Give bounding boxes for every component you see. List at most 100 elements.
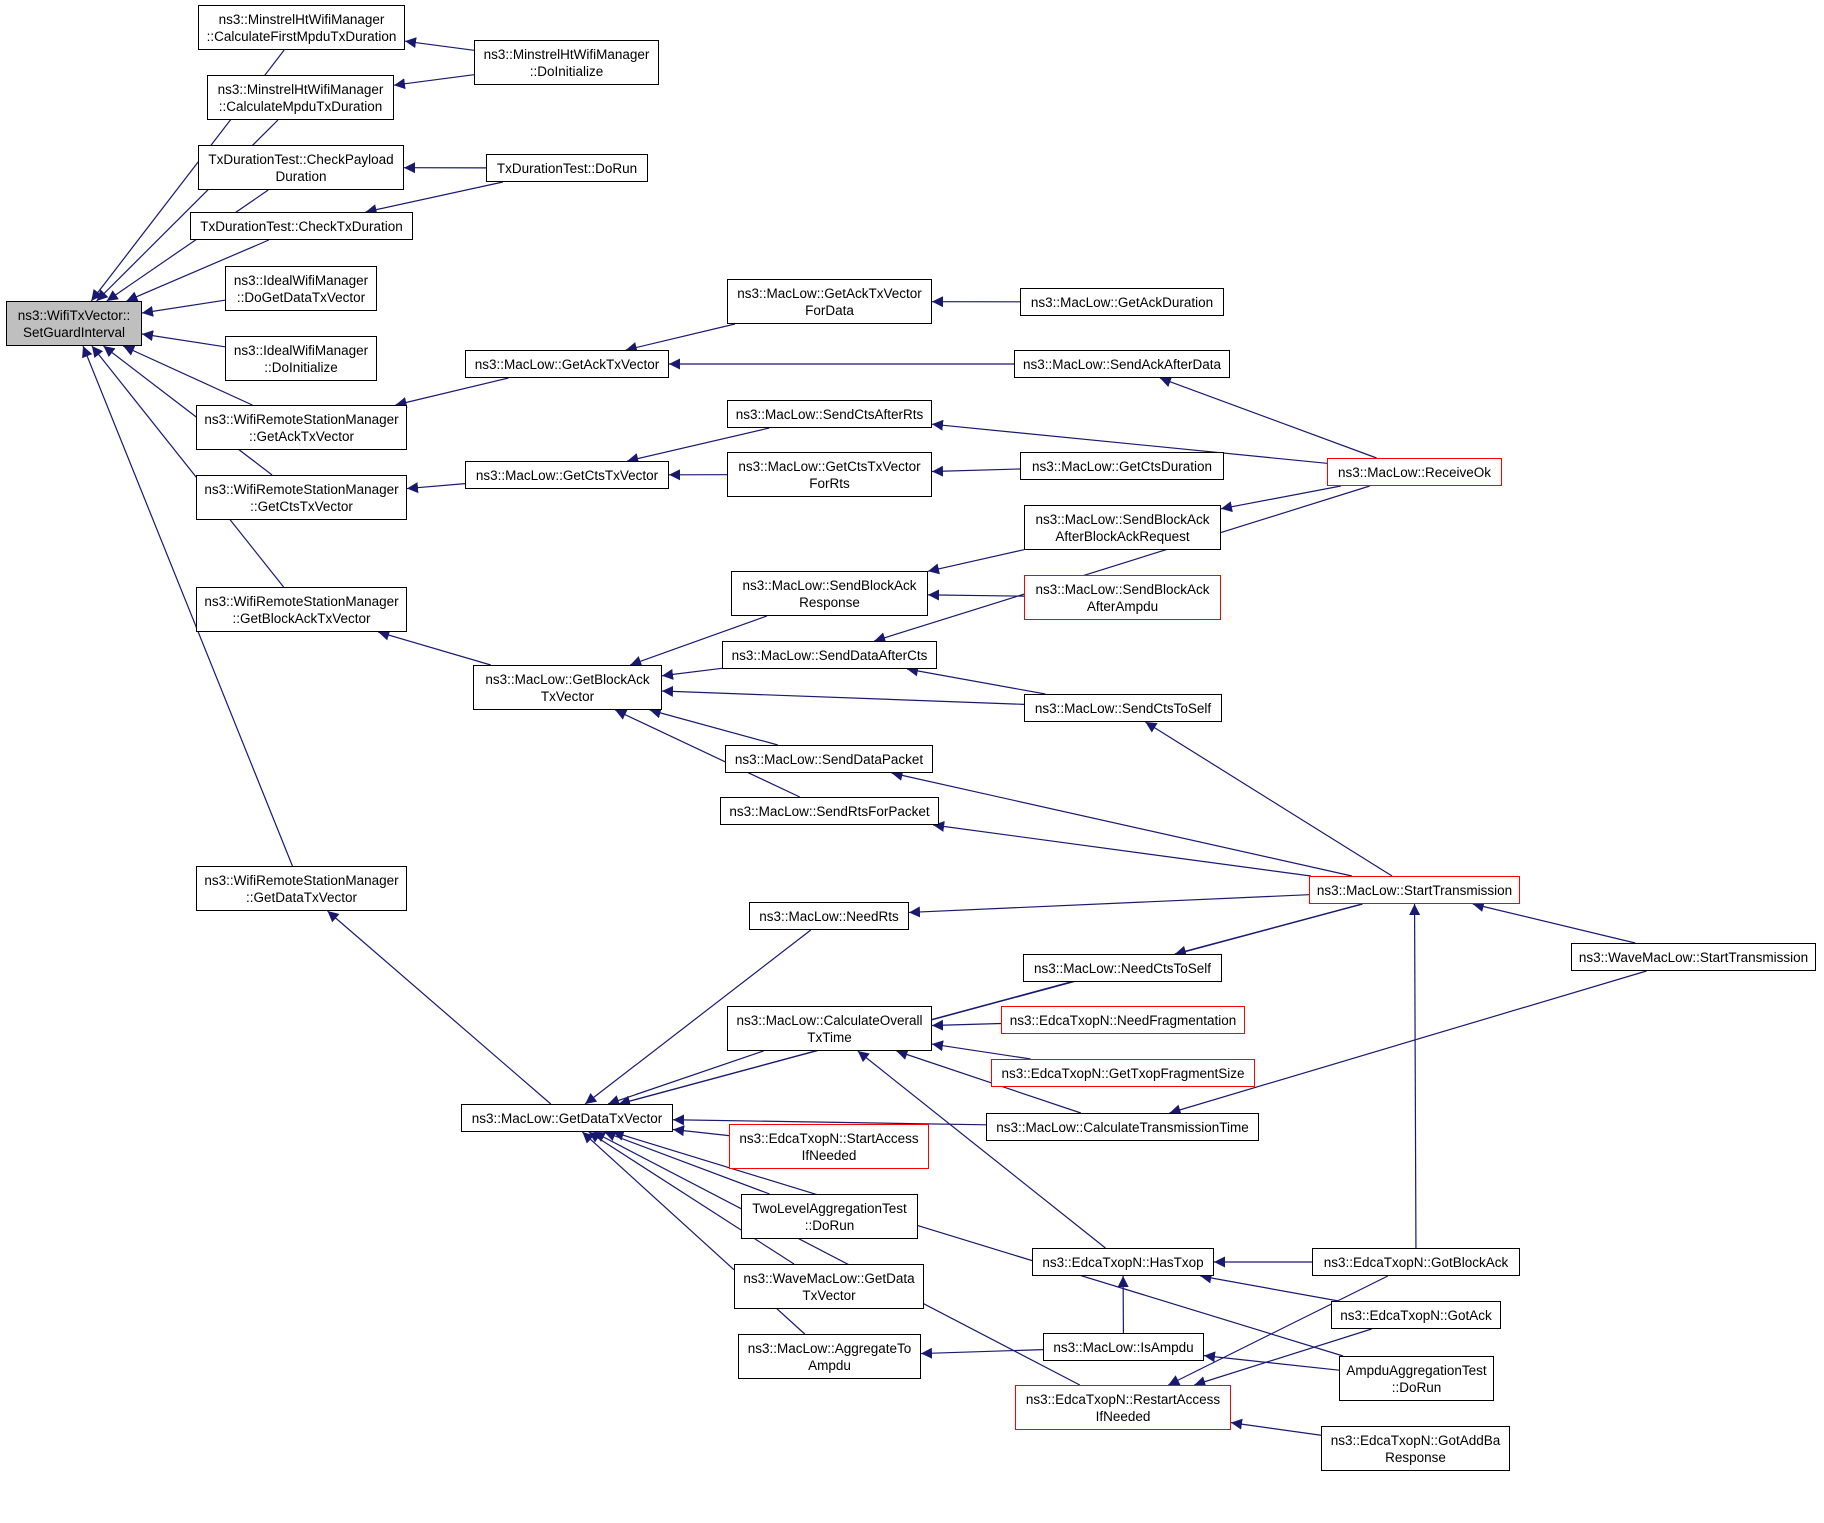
node-ampduaggregationtest-dorun[interactable]: AmpduAggregationTest::DoRun: [1339, 1356, 1494, 1401]
node-maclow-sendackafterdata[interactable]: ns3::MacLow::SendAckAfterData: [1014, 350, 1230, 378]
call-edge: [612, 1129, 1344, 1357]
call-edge: [593, 1131, 1081, 1386]
node-maclow-getctstxvector[interactable]: ns3::MacLow::GetCtsTxVector: [465, 461, 669, 489]
node-minstrel-calculatempdutxduration[interactable]: ns3::MinstrelHtWifiManager::CalculateMpd…: [207, 75, 394, 120]
node-maclow-senddataaftercts[interactable]: ns3::MacLow::SendDataAfterCts: [722, 641, 937, 669]
node-label-line: ns3::MinstrelHtWifiManager: [218, 11, 385, 27]
node-minstrel-calculatefirstmpdutxduration[interactable]: ns3::MinstrelHtWifiManager::CalculateFir…: [198, 5, 405, 50]
node-maclow-getctsduration[interactable]: ns3::MacLow::GetCtsDuration: [1020, 452, 1224, 480]
call-edge: [927, 549, 1025, 575]
node-label-line: ::GetAckTxVector: [248, 428, 355, 444]
node-label-line: ns3::MacLow::StartTransmission: [1316, 882, 1513, 898]
node-edcatxopn-hastxop[interactable]: ns3::EdcaTxopN::HasTxop: [1032, 1248, 1214, 1276]
node-label-line: ns3::EdcaTxopN::NeedFragmentation: [1009, 1012, 1237, 1028]
call-edge: [584, 929, 812, 1105]
node-label-line: ns3::MacLow::SendCtsAfterRts: [735, 406, 924, 422]
node-label-line: ns3::MacLow::SendBlockAck: [1035, 581, 1210, 597]
node-maclow-getacktxvector[interactable]: ns3::MacLow::GetAckTxVector: [465, 350, 669, 378]
node-label-line: ::DoGetDataTxVector: [236, 289, 366, 305]
node-maclow-isampdu[interactable]: ns3::MacLow::IsAmpdu: [1043, 1333, 1204, 1361]
node-label-line: ns3::WifiRemoteStationManager: [204, 481, 399, 497]
node-label-line: ns3::MacLow::ReceiveOk: [1337, 464, 1492, 480]
node-label-line: ns3::MacLow::SendBlockAck: [1035, 511, 1210, 527]
node-wrsm-getacktxvector[interactable]: ns3::WifiRemoteStationManager::GetAckTxV…: [196, 405, 407, 450]
node-maclow-receiveok[interactable]: ns3::MacLow::ReceiveOk: [1327, 458, 1502, 486]
node-wrsm-getctstxvector[interactable]: ns3::WifiRemoteStationManager::GetCtsTxV…: [196, 475, 407, 520]
node-label-line: ns3::MacLow::NeedCtsToSelf: [1033, 960, 1212, 976]
node-maclow-getdatatxvector[interactable]: ns3::MacLow::GetDataTxVector: [461, 1104, 673, 1132]
call-edge: [1409, 903, 1421, 1249]
node-label-line: ns3::MinstrelHtWifiManager: [483, 46, 650, 62]
node-label-line: TwoLevelAggregationTest: [752, 1200, 907, 1216]
node-label-line: ::DoRun: [804, 1217, 855, 1233]
node-maclow-getackduration[interactable]: ns3::MacLow::GetAckDuration: [1020, 288, 1224, 316]
call-edge: [614, 709, 801, 798]
node-label-line: ns3::WifiRemoteStationManager: [204, 411, 399, 427]
node-idealwifimanager-doinitialize[interactable]: ns3::IdealWifiManager::DoInitialize: [225, 336, 377, 381]
node-wrsm-getblockacktxvector[interactable]: ns3::WifiRemoteStationManager::GetBlockA…: [196, 587, 407, 632]
node-maclow-calculatetransmissiontime[interactable]: ns3::MacLow::CalculateTransmissionTime: [986, 1113, 1259, 1141]
node-maclow-sendrtsforpacket[interactable]: ns3::MacLow::SendRtsForPacket: [720, 797, 939, 825]
call-edge: [896, 1049, 1082, 1114]
node-label-line: ns3::MacLow::SendDataAfterCts: [731, 647, 928, 663]
node-maclow-senddatapacket[interactable]: ns3::MacLow::SendDataPacket: [725, 745, 933, 773]
node-minstrel-doinitialize[interactable]: ns3::MinstrelHtWifiManager::DoInitialize: [474, 40, 659, 85]
node-label-line: ns3::IdealWifiManager: [233, 342, 369, 358]
node-label-line: Response: [799, 594, 860, 610]
node-label-line: ns3::MacLow::GetBlockAck: [485, 671, 650, 687]
call-edge: [141, 330, 226, 348]
node-edcatxopn-gettxopfragmentsize[interactable]: ns3::EdcaTxopN::GetTxopFragmentSize: [991, 1059, 1255, 1087]
call-edge: [931, 1019, 1002, 1031]
call-edge: [1200, 1272, 1339, 1302]
call-edge: [857, 1050, 1106, 1249]
node-txdurationtest-checktxduration[interactable]: TxDurationTest::CheckTxDuration: [190, 212, 413, 240]
call-edge: [908, 894, 1310, 918]
node-label-line: ns3::EdcaTxopN::GotBlockAck: [1323, 1254, 1509, 1270]
node-label-line: TxTime: [807, 1029, 852, 1045]
node-maclow-sendctstoself[interactable]: ns3::MacLow::SendCtsToSelf: [1024, 694, 1222, 722]
call-edge: [588, 1131, 795, 1265]
node-idealwifimanager-dogetdatatxvector[interactable]: ns3::IdealWifiManager::DoGetDataTxVector: [225, 266, 377, 311]
node-label-line: ns3::WifiRemoteStationManager: [204, 593, 399, 609]
call-edge: [906, 665, 1046, 695]
node-label-line: ::CalculateFirstMpduTxDuration: [206, 28, 397, 44]
node-label-line: ::DoInitialize: [264, 359, 338, 375]
node-maclow-sendctsafterrts[interactable]: ns3::MacLow::SendCtsAfterRts: [727, 400, 932, 428]
call-edge: [931, 1040, 1031, 1060]
call-edge: [933, 821, 1311, 877]
node-txdurationtest-dorun[interactable]: TxDurationTest::DoRun: [486, 154, 648, 182]
node-maclow-needrts[interactable]: ns3::MacLow::NeedRts: [749, 902, 909, 930]
node-label-line: ::DoRun: [1391, 1379, 1442, 1395]
call-edge: [404, 37, 475, 51]
node-edcatxopn-gotblockack[interactable]: ns3::EdcaTxopN::GotBlockAck: [1312, 1248, 1520, 1276]
node-twolevelaggregationtest-dorun[interactable]: TwoLevelAggregationTest::DoRun: [741, 1194, 918, 1239]
node-wavemaclow-starttransmission[interactable]: ns3::WaveMacLow::StartTransmission: [1571, 943, 1816, 971]
node-wrsm-getdatatxvector[interactable]: ns3::WifiRemoteStationManager::GetDataTx…: [196, 866, 407, 911]
node-maclow-starttransmission[interactable]: ns3::MacLow::StartTransmission: [1309, 876, 1520, 904]
node-label-line: ns3::MacLow::GetDataTxVector: [471, 1110, 663, 1126]
node-edcatxopn-needfragmentation[interactable]: ns3::EdcaTxopN::NeedFragmentation: [1001, 1006, 1245, 1034]
node-label-line: ns3::MacLow::GetAckTxVector: [474, 356, 660, 372]
node-label-line: ns3::MacLow::GetCtsTxVector: [738, 458, 921, 474]
node-wifitxvector-setguardinterval[interactable]: ns3::WifiTxVector::SetGuardInterval: [6, 301, 142, 346]
call-edge: [91, 345, 285, 588]
node-maclow-needctstoself[interactable]: ns3::MacLow::NeedCtsToSelf: [1023, 954, 1222, 982]
call-edge: [103, 345, 273, 476]
call-edge: [1174, 903, 1363, 957]
node-edcatxopn-gotack[interactable]: ns3::EdcaTxopN::GotAck: [1331, 1301, 1501, 1329]
call-edge: [672, 1114, 987, 1126]
